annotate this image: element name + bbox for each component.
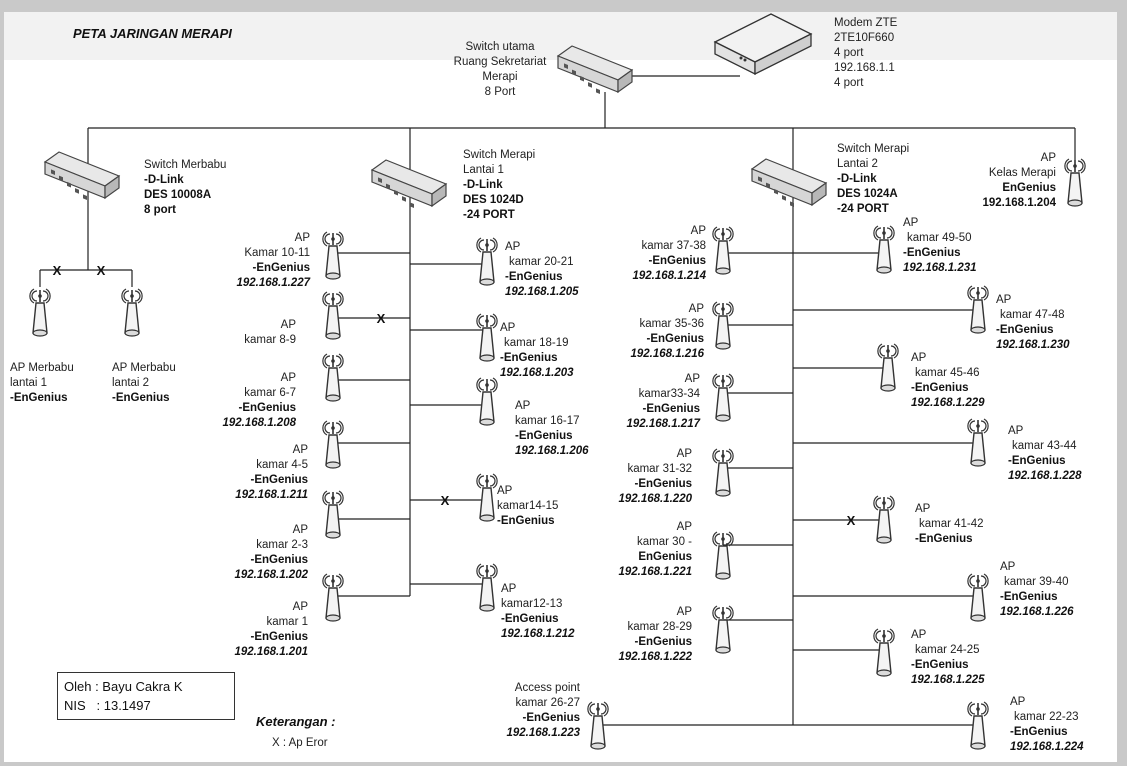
ap-icon-10: [476, 563, 498, 612]
author-name: Oleh : Bayu Cakra K: [64, 679, 183, 694]
ap-icon-16: [712, 605, 734, 654]
ap-icon-merbabu2: [121, 288, 143, 337]
ap-icon-merbabu1: [29, 288, 51, 337]
ap-icon-23: [967, 573, 989, 622]
legend-title: Keterangan :: [256, 714, 336, 729]
ap-icon-1: [322, 291, 344, 340]
ap-icon-6: [476, 237, 498, 286]
ap-icon-24: [873, 628, 895, 677]
switch-merapi-lantai1-icon: [371, 159, 447, 209]
ap-icon-kelas: [1064, 158, 1086, 207]
error-mark-kamar-8-9: X: [377, 311, 386, 326]
error-mark-merbabu2: X: [97, 263, 106, 278]
ap-icon-3: [322, 420, 344, 469]
page-title: PETA JARINGAN MERAPI: [73, 26, 232, 41]
title-bar: [4, 12, 1117, 60]
error-mark-kamar-14-15: X: [441, 493, 450, 508]
ap-icon-0: [322, 231, 344, 280]
diagram-sheet: [4, 12, 1117, 762]
ap-icon-9: [476, 473, 498, 522]
switch-merapi-lantai2-icon: [751, 158, 827, 208]
ap-icon-5: [322, 573, 344, 622]
ap-icon-4: [322, 490, 344, 539]
ap-icon-13: [712, 373, 734, 422]
author-nis: NIS : 13.1497: [64, 698, 151, 713]
ap-icon-18: [873, 225, 895, 274]
ap-icon-15: [712, 531, 734, 580]
error-mark-kamar-41-42: X: [847, 513, 856, 528]
switch-merbabu-icon: [44, 151, 120, 201]
ap-icon-7: [476, 313, 498, 362]
ap-icon-8: [476, 377, 498, 426]
author-box: Oleh : Bayu Cakra K NIS : 13.1497: [57, 672, 235, 720]
ap-icon-11: [712, 226, 734, 275]
legend-text: X : Ap Eror: [272, 737, 328, 749]
ap-icon-14: [712, 448, 734, 497]
error-mark-merbabu1: X: [53, 263, 62, 278]
switch-utama-icon: [557, 45, 633, 95]
modem-icon: [713, 13, 813, 76]
ap-icon-2: [322, 353, 344, 402]
